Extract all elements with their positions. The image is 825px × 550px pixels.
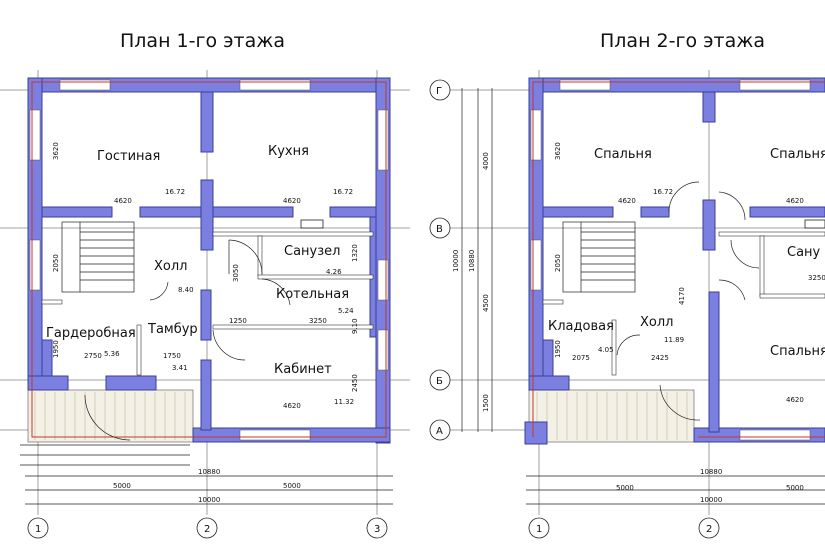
dim2-4170: 4170 [678, 287, 686, 305]
dim2-3250: 3250 [808, 274, 825, 282]
area-spalnya-1: 16.72 [653, 188, 673, 196]
v-10000: 10000 [452, 250, 460, 272]
area-tambur: 3.41 [172, 364, 188, 372]
dim2-5000-b: 5000 [786, 484, 804, 492]
area-holl-2: 11.89 [664, 336, 684, 344]
dim-10000: 10000 [198, 496, 220, 504]
axis-2: 2 [204, 524, 210, 535]
room-tambur: Тамбур [147, 322, 198, 337]
axis-b: Б [436, 376, 443, 387]
dim2-10880: 10880 [700, 468, 722, 476]
dim2-5000-a: 5000 [616, 484, 634, 492]
room-kladovaya: Кладовая [548, 319, 614, 334]
room-kukhnya: Кухня [268, 144, 309, 159]
axis-v: В [436, 224, 443, 235]
room-spalnya-1: Спальня [594, 147, 652, 162]
dim2-2425: 2425 [651, 354, 669, 362]
plan2: 4000 4500 1500 10000 10880 Г В Б А [429, 70, 825, 539]
dim-1250: 1250 [229, 317, 247, 325]
room-spalnya-3: Спальня [770, 344, 825, 359]
room-kotelnaya: Котельная [276, 287, 349, 302]
v-1500: 1500 [482, 394, 490, 412]
v-4500: 4500 [482, 294, 490, 312]
axis2-2: 2 [706, 524, 712, 535]
dim2-4620-a: 4620 [618, 197, 636, 205]
area-kabinet: 11.32 [334, 398, 354, 406]
room-gostinaya: Гостиная [97, 149, 160, 164]
axis-a: А [436, 426, 443, 437]
dim2-4620-c: 4620 [786, 396, 804, 404]
area-kotelnaya: 5.24 [338, 307, 354, 315]
dim-5000-b: 5000 [283, 482, 301, 490]
dim-4620-b: 4620 [283, 197, 301, 205]
area-kladovaya: 4.05 [598, 346, 614, 354]
v-4000: 4000 [482, 152, 490, 170]
dim-3050: 3050 [232, 264, 240, 282]
area-garderobnaya: 5.36 [104, 350, 120, 358]
dim-2450: 2450 [351, 374, 359, 392]
room-spalnya-2: Спальня [770, 147, 825, 162]
area-kukhnya: 16.72 [333, 188, 353, 196]
dim2-2050: 2050 [554, 254, 562, 272]
dim-1320: 1320 [351, 244, 359, 262]
dim-1750: 1750 [163, 352, 181, 360]
axis-g: Г [436, 86, 442, 97]
room-garderobnaya: Гардеробная [46, 326, 136, 341]
dim-4620-a: 4620 [114, 197, 132, 205]
area-sanuzel: 4.26 [326, 268, 342, 276]
dim-4620-c: 4620 [283, 402, 301, 410]
room-holl: Холл [154, 259, 187, 274]
dim2-10000: 10000 [700, 496, 722, 504]
dim-5000-a: 5000 [113, 482, 131, 490]
dim-10880: 10880 [198, 468, 220, 476]
dim2-1950: 1950 [554, 340, 562, 358]
dim-3250: 3250 [309, 317, 327, 325]
area-gostinaya: 16.72 [165, 188, 185, 196]
dim-1950: 1950 [52, 340, 60, 358]
dim-2050: 2050 [52, 254, 60, 272]
dim2-4620-b: 4620 [786, 197, 804, 205]
room-holl-2: Холл [640, 315, 673, 330]
axis-3: 3 [374, 524, 380, 535]
dim-3620: 3620 [52, 142, 60, 160]
v-10880: 10880 [468, 250, 476, 272]
dim2-2075: 2075 [572, 354, 590, 362]
dim2-3620: 3620 [554, 142, 562, 160]
room-sanuzel: Санузел [284, 244, 340, 259]
plan1-title: План 1-го этажа [120, 30, 285, 52]
dim-910: 9.10 [351, 318, 359, 334]
axis-1: 1 [35, 524, 41, 535]
axis2-1: 1 [536, 524, 542, 535]
dim-2750: 2750 [84, 352, 102, 360]
plan2-title: План 2-го этажа [600, 30, 765, 52]
plan1: Гостиная Кухня Холл Санузел Котельная Га… [0, 70, 410, 539]
area-holl: 8.40 [178, 286, 194, 294]
room-sanu: Сану [787, 245, 821, 260]
room-kabinet: Кабинет [274, 362, 332, 377]
